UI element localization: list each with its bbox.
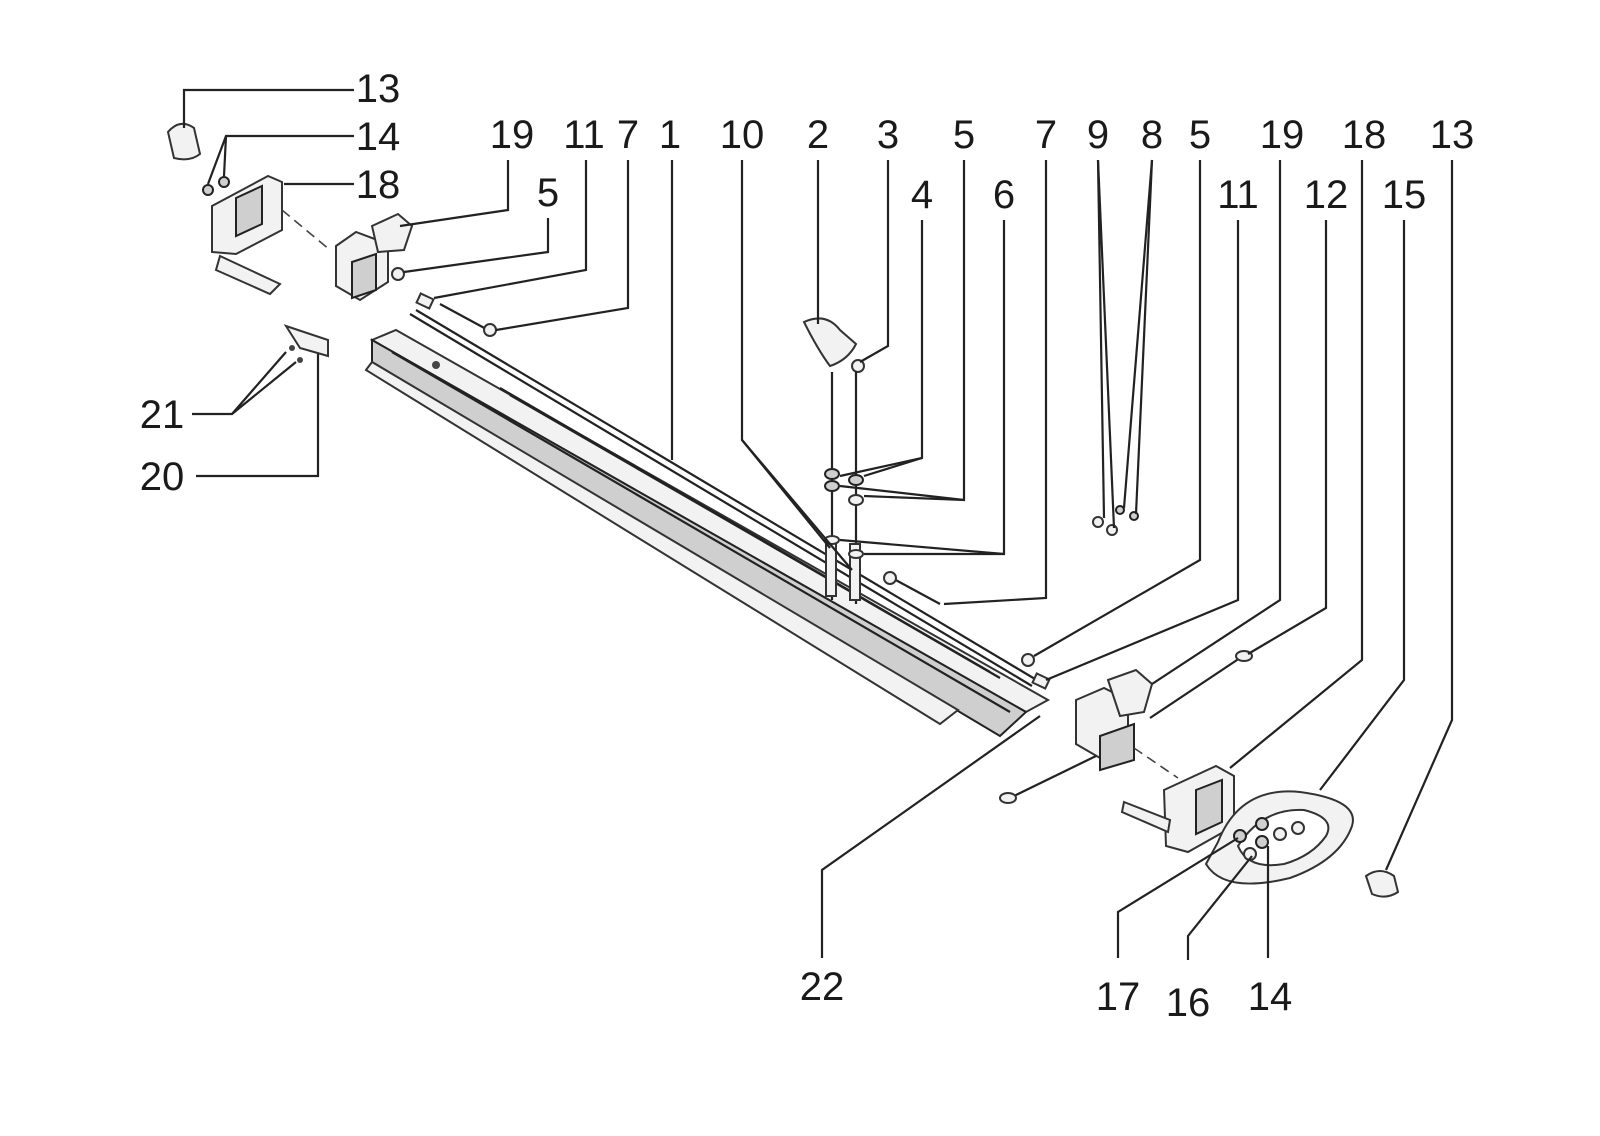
center-handle [802,317,865,373]
callout-15: 15 [1382,173,1427,217]
callout-16: 16 [1166,981,1211,1025]
left-washers [202,176,230,196]
callout-13-right: 13 [1430,113,1475,157]
right-tie-rods [999,650,1253,804]
callout-7-left: 7 [617,113,639,157]
left-end-bracket [211,174,331,296]
callout-17: 17 [1096,975,1141,1019]
callout-21: 21 [140,393,185,437]
callout-9: 9 [1087,113,1109,157]
center-nuts-washers [824,468,864,559]
left-small-parts [391,267,497,337]
left-end-cap-knob [166,122,202,161]
callout-14-right: 14 [1248,975,1293,1019]
leader-lines [182,88,1454,960]
right-small-parts [1021,653,1051,690]
callout-4: 4 [911,173,933,217]
center-bolt [883,571,941,605]
callout-5-center: 5 [953,113,975,157]
callout-18-left: 18 [356,163,401,207]
callout-19-left: 19 [490,113,535,157]
callout-1: 1 [659,113,681,157]
callout-labels: 13 14 18 19 11 7 1 5 10 2 3 4 5 6 7 9 8 … [140,67,1475,1025]
callout-19-right: 19 [1260,113,1305,157]
callout-11-left: 11 [563,113,605,157]
callout-11-right: 11 [1217,173,1259,217]
small-washers-right [1092,505,1139,536]
callout-13-left: 13 [356,67,401,111]
left-clamp-block [335,212,414,302]
right-fasteners [1233,817,1305,861]
callout-6: 6 [993,173,1015,217]
callout-2: 2 [807,113,829,157]
callout-8: 8 [1141,113,1163,157]
callout-5-left: 5 [537,171,559,215]
callout-22: 22 [800,965,845,1009]
callout-18-right: 18 [1342,113,1387,157]
callout-3: 3 [877,113,899,157]
guide-rod [409,309,1041,687]
right-end-bracket [1120,764,1235,854]
callout-12: 12 [1304,173,1349,217]
right-clamp-block [1075,668,1154,772]
callout-14-left: 14 [356,115,401,159]
callout-10: 10 [720,113,765,157]
callout-7-right: 7 [1035,113,1057,157]
main-rail [364,328,1051,738]
callout-20: 20 [140,455,185,499]
callout-5-right: 5 [1189,113,1211,157]
right-end-cap-knob [1364,870,1400,898]
left-plate [283,324,329,363]
